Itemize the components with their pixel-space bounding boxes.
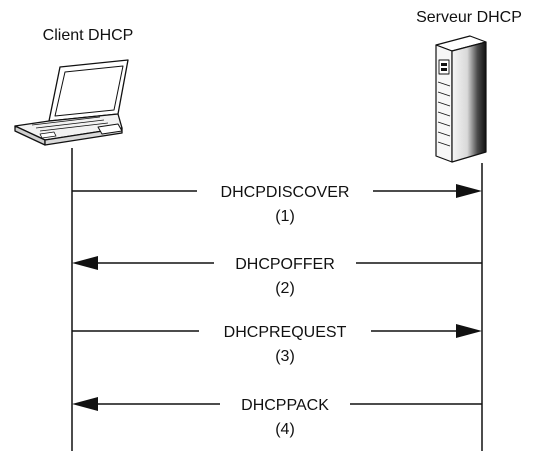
- arrowhead-left-icon: [72, 397, 98, 411]
- message-ack: DHCPPACK (4): [72, 397, 482, 438]
- message-label: DHCPOFFER: [235, 256, 335, 273]
- message-number: (3): [275, 348, 295, 365]
- message-number: (1): [275, 208, 295, 225]
- message-label: DHCPPACK: [241, 397, 329, 414]
- message-label: DHCPDISCOVER: [221, 184, 350, 201]
- message-discover: DHCPDISCOVER (1): [72, 184, 482, 225]
- message-label: DHCPREQUEST: [224, 324, 347, 341]
- laptop-icon: [14, 59, 129, 146]
- message-number: (2): [275, 280, 295, 297]
- message-request: DHCPREQUEST (3): [72, 324, 482, 365]
- message-offer: DHCPOFFER (2): [72, 256, 482, 297]
- server-tower-icon: [435, 35, 487, 163]
- client-label: Client DHCP: [43, 27, 134, 44]
- message-number: (4): [275, 421, 295, 438]
- arrowhead-right-icon: [456, 324, 482, 338]
- arrowhead-left-icon: [72, 256, 98, 270]
- arrowhead-right-icon: [456, 184, 482, 198]
- server-label: Serveur DHCP: [416, 9, 522, 26]
